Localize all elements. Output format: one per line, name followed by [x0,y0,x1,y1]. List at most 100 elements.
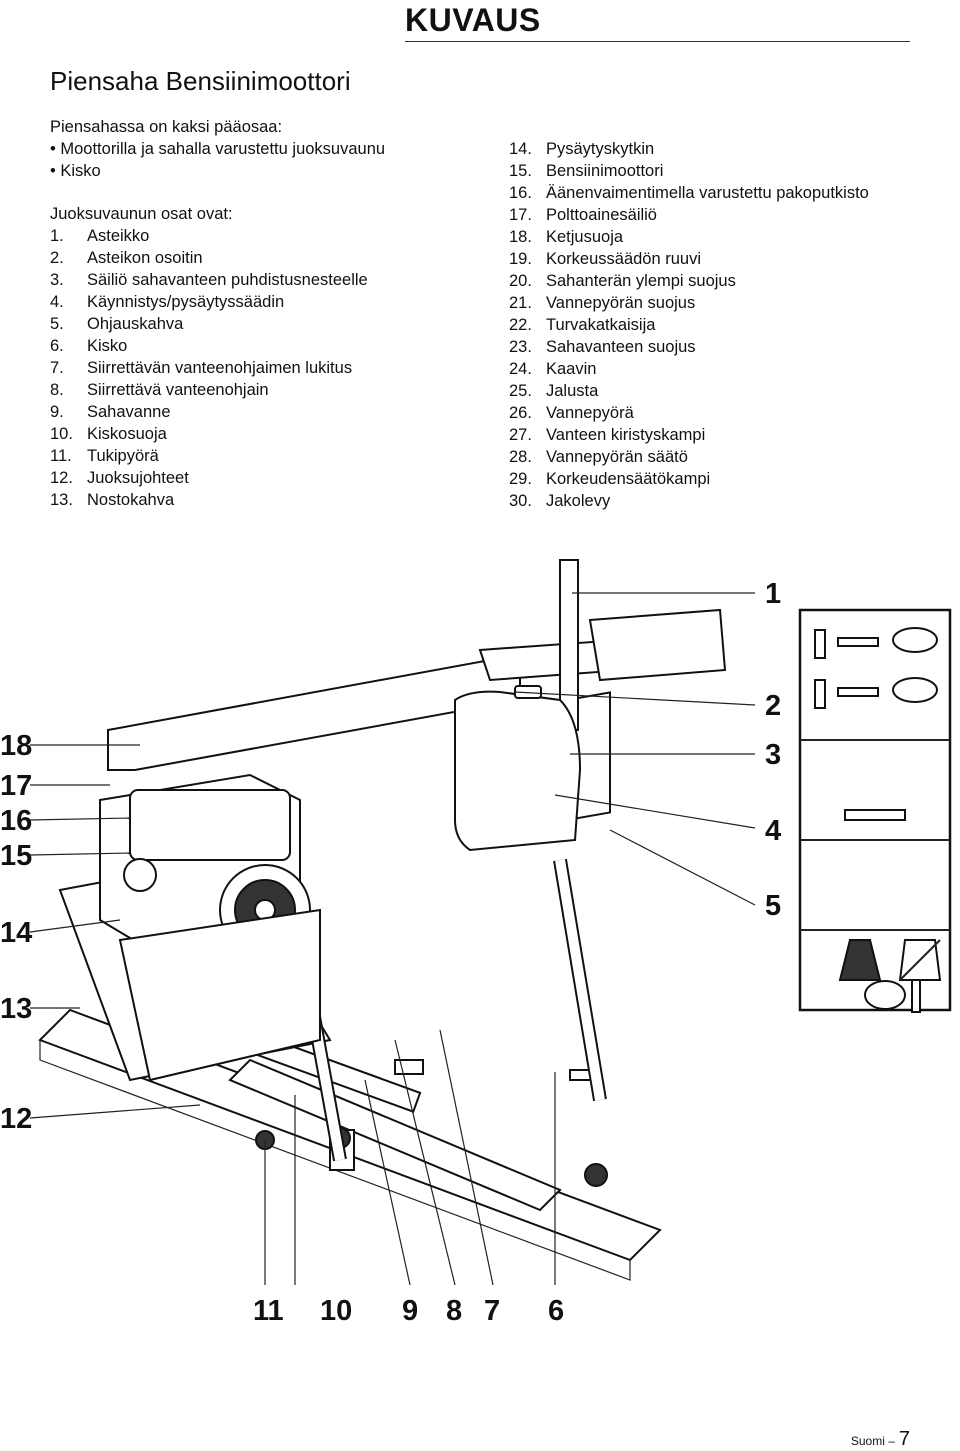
sawmill-diagram: 1 2 3 4 5 6 7 8 9 10 11 12 13 14 15 16 1… [0,559,952,1327]
part-label: Kiskosuoja [87,425,167,443]
part-number: 8. [50,381,64,399]
part-label: Korkeudensäätökampi [546,470,711,488]
parts-list-item: 9.Sahavanne [50,401,368,423]
page-footer: Suomi –7 [851,1428,910,1451]
bullet-text: Moottorilla ja sahalla varustettu juoksu… [60,140,386,158]
part-number: 28. [509,448,532,466]
parts-list-item: 20. Sahanterän ylempi suojus [509,270,869,292]
part-label: Kisko [87,337,128,355]
part-number: 17. [509,206,532,224]
callout-1: 1 [765,578,781,610]
parts-list-item: 27. Vanteen kiristyskampi [509,424,869,446]
header-rule [405,41,910,42]
callout-10: 10 [320,1295,352,1327]
scale-panel-drawing [798,608,952,1013]
part-label: Ohjauskahva [87,315,184,333]
section-header: KUVAUS [405,2,541,38]
part-label: Bensiinimoottori [546,162,664,180]
part-label: Siirrettävä vanteenohjain [87,381,269,399]
part-number: 30. [509,492,532,510]
part-number: 18. [509,228,532,246]
bullet-text: Kisko [60,162,101,180]
part-number: 5. [50,315,64,333]
part-number: 27. [509,426,532,444]
part-number: 2. [50,249,64,267]
part-number: 20. [509,272,532,290]
part-label: Äänenvaimentimella varustettu pakoputkis… [546,184,869,202]
parts-list-item: 26. Vannepyörä [509,402,869,424]
part-number: 3. [50,271,64,289]
part-label: Sahavanteen suojus [546,338,696,356]
part-number: 6. [50,337,64,355]
part-label: Vanteen kiristyskampi [546,426,706,444]
part-number: 25. [509,382,532,400]
callout-labels: 1 2 3 4 5 6 7 8 9 10 11 12 13 14 15 16 1… [0,578,781,1327]
callout-13: 13 [0,993,32,1025]
part-label: Turvakatkaisija [546,316,656,334]
intro-bullet: • Moottorilla ja sahalla varustettu juok… [50,140,386,158]
callout-17: 17 [0,770,32,802]
parts-list-item: 29. Korkeudensäätökampi [509,468,869,490]
part-number: 15. [509,162,532,180]
parts-list-item: 21. Vannepyörän suojus [509,292,869,314]
part-label: Jalusta [546,382,599,400]
parts-list-item: 11.Tukipyörä [50,445,368,467]
part-label: Sahanterän ylempi suojus [546,272,736,290]
parts-list-item: 25. Jalusta [509,380,869,402]
part-number: 1. [50,227,64,245]
part-number: 10. [50,425,73,443]
part-label: Tukipyörä [87,447,159,465]
callout-15: 15 [0,840,32,872]
intro-lead: Piensahassa on kaksi pääosaa: [50,118,283,136]
parts-list-item: 28. Vannepyörän säätö [509,446,869,468]
part-label: Korkeussäädön ruuvi [546,250,702,268]
parts-list-item: 7. Siirrettävän vanteenohjaimen lukitus [50,357,368,379]
part-number: 9. [50,403,64,421]
fuel-tank-drawing [454,685,582,852]
parts-list-item: 17.Polttoainesäiliö [509,204,869,226]
part-label: Vannepyörän säätö [546,448,688,466]
part-number: 29. [509,470,532,488]
parts-list-right: 14.Pysäytyskytkin 15. Bensiinimoottori 16. Ä… [509,138,869,512]
part-label: Siirrettävän vanteenohjaimen lukitus [87,359,353,377]
parts-list-item: 24.Kaavin [509,358,869,380]
parts-list-item: 10. Kiskosuoja [50,423,368,445]
parts-list-item: 30.Jakolevy [509,490,869,512]
page-number: 7 [898,1428,910,1450]
parts-list-item: 13.Nostokahva [50,489,368,511]
parts-list-item: 1.Asteikko [50,225,368,247]
parts-list-item: 3. Säiliö sahavanteen puhdistusnesteelle [50,269,368,291]
part-number: 16. [509,184,532,202]
part-label: Käynnistys/pysäytyssäädin [87,293,285,311]
footer-language: Suomi – [850,1434,895,1448]
parts-list-item: 6. Kisko [50,335,368,357]
parts-list-item: 18.Ketjusuoja [509,226,869,248]
parts-list-item: 16. Äänenvaimentimella varustettu pakoput… [509,182,869,204]
part-number: 19. [509,250,532,268]
callout-3: 3 [765,739,781,771]
part-number: 21. [509,294,532,312]
part-label: Vannepyörä [546,404,634,422]
parts-list-item: 5. Ohjauskahva [50,313,368,335]
part-label: Säiliö sahavanteen puhdistusnesteelle [87,271,368,289]
parts-list-item: 14.Pysäytyskytkin [509,138,869,160]
parts-list-item: 15. Bensiinimoottori [509,160,869,182]
engine-drawing [99,773,321,1082]
callout-8: 8 [446,1295,462,1327]
part-label: Asteikon osoitin [87,249,203,267]
parts-list-left: 1.Asteikko 2. Asteikon osoitin 3. Säiliö sah… [50,225,368,511]
callout-11: 11 [253,1295,284,1327]
callout-2: 2 [765,690,781,722]
part-number: 26. [509,404,532,422]
page-title: Piensaha Bensiinimoottori [50,66,351,96]
part-number: 7. [50,359,64,377]
part-label: Kaavin [546,360,597,378]
callout-7: 7 [484,1295,500,1327]
part-label: Pysäytyskytkin [546,140,655,158]
part-number: 22. [509,316,532,334]
callout-12: 12 [0,1103,32,1135]
parts-list-item: 2. Asteikon osoitin [50,247,368,269]
part-label: Vannepyörän suojus [546,294,696,312]
parts-list-item: 4.Käynnistys/pysäytyssäädin [50,291,368,313]
parts-intro: Juoksuvaunun osat ovat: [50,205,233,223]
